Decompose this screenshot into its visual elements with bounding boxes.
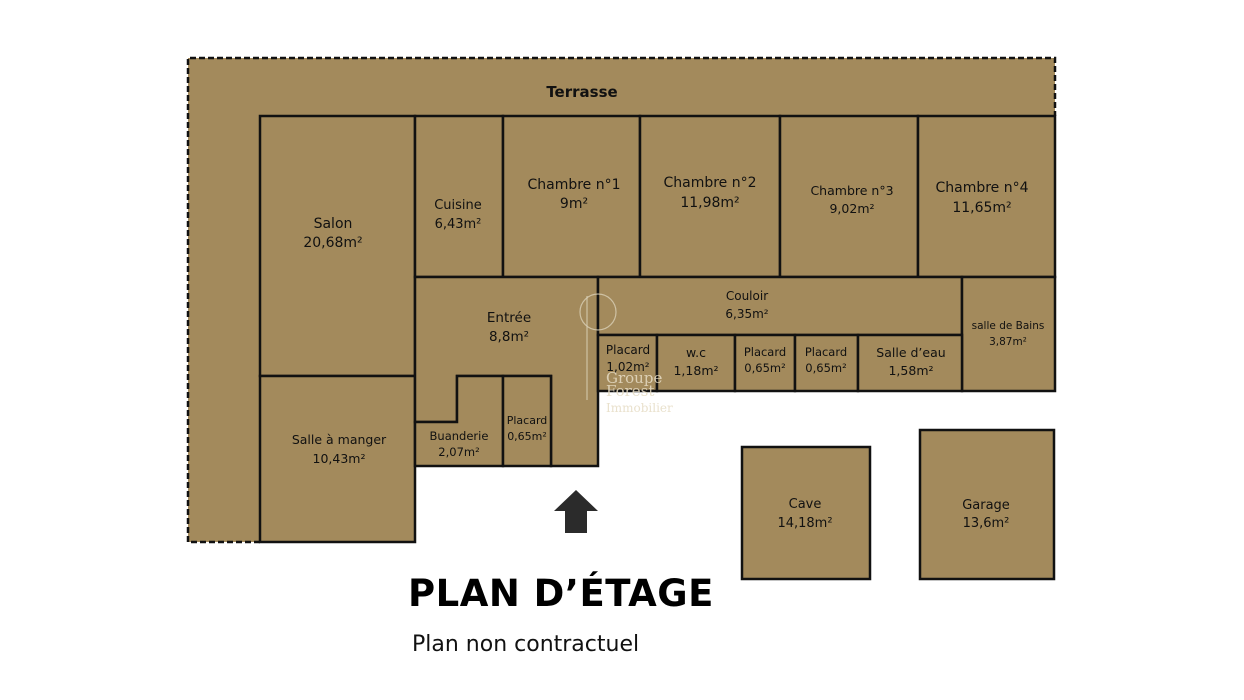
label-placard-2-area: 0,65m² <box>744 361 785 375</box>
label-chambre-2-area: 11,98m² <box>680 195 739 211</box>
label-couloir-name: Couloir <box>726 289 768 303</box>
room-chambre-4 <box>916 114 1057 279</box>
room-garage <box>918 428 1056 581</box>
room-salle-a-manger <box>258 374 417 544</box>
label-cave-name: Cave <box>789 497 822 512</box>
watermark-line-2: Forest <box>606 382 654 400</box>
room-placard-1 <box>596 333 659 393</box>
entrance-arrow-icon <box>554 490 598 533</box>
label-salle-a-manger-area: 10,43m² <box>313 451 366 466</box>
label-couloir-area: 6,35m² <box>725 307 768 321</box>
room-couloir <box>596 275 964 337</box>
room-placard-4 <box>501 374 553 468</box>
label-chambre-4-area: 11,65m² <box>952 200 1011 216</box>
label-entree-area: 8,8m² <box>489 329 529 345</box>
label-salon-name: Salon <box>314 216 353 232</box>
label-placard-2-name: Placard <box>744 345 786 359</box>
label-salle-de-bains-name: salle de Bains <box>972 320 1045 332</box>
room-chambre-1 <box>501 114 642 279</box>
room-placard-2 <box>733 333 797 393</box>
label-salle-deau-name: Salle d’eau <box>876 345 945 360</box>
label-chambre-4-name: Chambre n°4 <box>935 180 1028 196</box>
terrace-dashed-border <box>186 56 1057 544</box>
label-cuisine-area: 6,43m² <box>435 217 482 232</box>
label-entree-name: Entrée <box>487 310 531 326</box>
label-chambre-3-name: Chambre n°3 <box>810 183 893 198</box>
room-chambre-3 <box>778 114 920 279</box>
label-chambre-3-area: 9,02m² <box>829 201 874 216</box>
label-wc-name: w.c <box>686 345 706 360</box>
room-cuisine <box>413 114 505 279</box>
terrace-area <box>188 58 1055 542</box>
label-placard-4-area: 0,65m² <box>507 430 547 443</box>
label-terrasse: Terrasse <box>546 83 617 101</box>
room-placard-3 <box>793 333 860 393</box>
label-chambre-1-name: Chambre n°1 <box>527 177 620 193</box>
label-salle-a-manger-name: Salle à manger <box>292 432 387 447</box>
watermark-logo: Groupe Forest Immobilier <box>579 293 673 415</box>
watermark-line-3: Immobilier <box>606 401 673 415</box>
label-placard-4-name: Placard <box>507 414 548 427</box>
label-chambre-1-area: 9m² <box>560 196 588 212</box>
label-cave-area: 14,18m² <box>777 516 832 531</box>
label-garage-area: 13,6m² <box>963 516 1010 531</box>
label-salle-deau-area: 1,58m² <box>888 363 933 378</box>
label-placard-1-name: Placard <box>606 343 650 357</box>
label-chambre-2-name: Chambre n°2 <box>663 175 756 191</box>
label-wc-area: 1,18m² <box>673 363 718 378</box>
label-placard-3-area: 0,65m² <box>805 361 846 375</box>
label-garage-name: Garage <box>962 498 1010 513</box>
plan-subtitle: Plan non contractuel <box>412 632 640 657</box>
room-salle-deau <box>856 333 964 393</box>
label-salle-de-bains-area: 3,87m² <box>989 336 1027 348</box>
label-buanderie-area: 2,07m² <box>438 445 479 459</box>
label-cuisine-name: Cuisine <box>434 198 482 213</box>
label-salon-area: 20,68m² <box>303 235 362 251</box>
label-buanderie-name: Buanderie <box>430 429 489 443</box>
label-placard-1-area: 1,02m² <box>606 360 649 374</box>
room-cave <box>740 445 872 581</box>
label-placard-3-name: Placard <box>805 345 847 359</box>
plan-title: PLAN D’ÉTAGE <box>408 572 714 615</box>
room-salle-de-bains <box>960 275 1057 393</box>
watermark-line-1: Groupe <box>606 369 662 387</box>
